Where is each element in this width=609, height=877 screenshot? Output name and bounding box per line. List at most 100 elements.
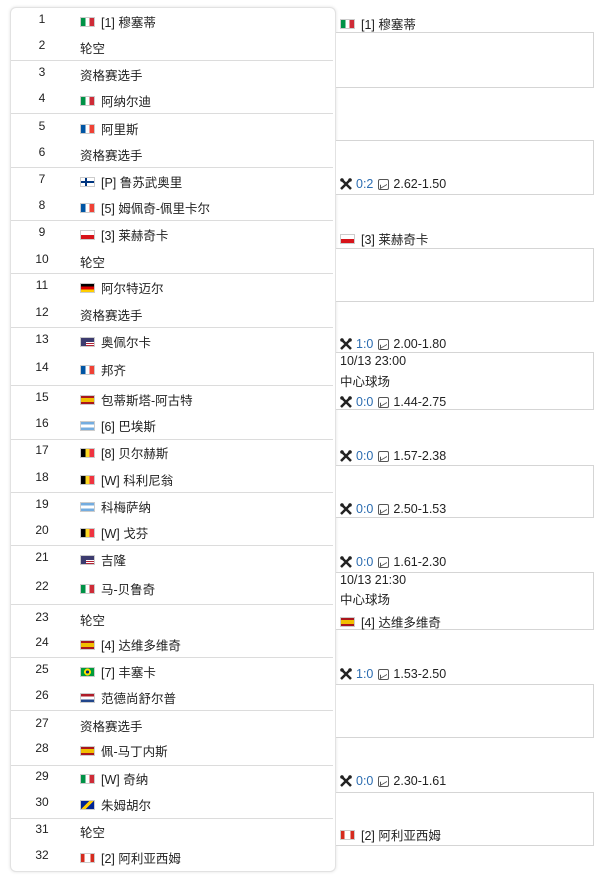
flag-can-icon bbox=[340, 829, 355, 840]
group-divider bbox=[11, 273, 333, 274]
player-entry[interactable]: 阿里斯 bbox=[80, 119, 139, 138]
player-name: 资格赛选手 bbox=[80, 69, 143, 83]
match-score[interactable]: 0:0 bbox=[356, 502, 374, 516]
seed-number: 23 bbox=[35, 610, 49, 624]
player-name: 轮空 bbox=[80, 42, 106, 56]
seed-number: 20 bbox=[35, 523, 49, 537]
player-entry[interactable]: 佩-马丁内斯 bbox=[80, 741, 168, 760]
player-entry[interactable]: [3] 莱赫奇卡 bbox=[80, 225, 168, 244]
seed-number: 26 bbox=[35, 688, 49, 702]
advanced-player[interactable]: [4] 达维多维奇 bbox=[340, 612, 441, 631]
match-time: 10/13 21:30 bbox=[340, 573, 407, 587]
group-divider bbox=[11, 765, 333, 766]
match-odds[interactable]: 1:0 1.53-2.50 bbox=[340, 667, 446, 681]
match-time: 10/13 23:00 bbox=[340, 354, 407, 368]
odds-chart-icon bbox=[378, 450, 390, 462]
flag-ita-icon bbox=[80, 95, 95, 106]
flag-bra-icon bbox=[80, 666, 95, 677]
flag-bel-icon bbox=[80, 527, 95, 538]
player-entry[interactable]: 阿尔特迈尔 bbox=[80, 278, 164, 297]
player-name: [3] 莱赫奇卡 bbox=[361, 233, 429, 247]
crossed-rackets-icon bbox=[340, 503, 352, 515]
player-entry[interactable]: 吉隆 bbox=[80, 550, 126, 569]
player-entry[interactable]: [W] 奇纳 bbox=[80, 769, 148, 788]
player-name: [7] 丰塞卡 bbox=[101, 666, 156, 680]
odds-value: 1.44-2.75 bbox=[393, 395, 447, 409]
seed-number: 4 bbox=[38, 91, 46, 105]
player-entry[interactable]: 轮空 bbox=[80, 252, 105, 271]
odds-value: 1.53-2.50 bbox=[393, 667, 447, 681]
advanced-player[interactable]: [3] 莱赫奇卡 bbox=[340, 229, 428, 248]
seed-number: 27 bbox=[35, 716, 49, 730]
player-entry[interactable]: 资格赛选手 bbox=[80, 716, 143, 735]
match-score[interactable]: 1:0 bbox=[356, 667, 374, 681]
match-score[interactable]: 0:2 bbox=[356, 177, 374, 191]
flag-fra-icon bbox=[80, 364, 95, 375]
seed-number: 21 bbox=[35, 550, 49, 564]
player-entry[interactable]: 奥佩尔卡 bbox=[80, 332, 151, 351]
player-name: 范德尚舒尔普 bbox=[101, 692, 177, 706]
seed-number: 18 bbox=[35, 470, 49, 484]
player-entry[interactable]: 范德尚舒尔普 bbox=[80, 688, 176, 707]
player-entry[interactable]: 资格赛选手 bbox=[80, 305, 143, 324]
player-entry[interactable]: [2] 阿利亚西姆 bbox=[80, 848, 181, 867]
match-score[interactable]: 0:0 bbox=[356, 395, 374, 409]
match-score[interactable]: 1:0 bbox=[356, 337, 374, 351]
match-odds[interactable]: 0:0 1.44-2.75 bbox=[340, 395, 446, 409]
advanced-player[interactable]: [1] 穆塞蒂 bbox=[340, 14, 416, 33]
group-divider bbox=[11, 60, 333, 61]
player-entry[interactable]: [6] 巴埃斯 bbox=[80, 416, 156, 435]
match-score[interactable]: 0:0 bbox=[356, 774, 374, 788]
player-name: [1] 穆塞蒂 bbox=[361, 18, 416, 32]
player-entry[interactable]: 轮空 bbox=[80, 610, 105, 629]
player-entry[interactable]: 科梅萨纳 bbox=[80, 497, 151, 516]
flag-cze-icon bbox=[340, 233, 355, 244]
odds-value: 1.61-2.30 bbox=[393, 555, 447, 569]
bracket-connector bbox=[336, 32, 594, 88]
advanced-player[interactable]: [2] 阿利亚西姆 bbox=[340, 825, 441, 844]
seed-number: 1 bbox=[38, 12, 46, 26]
odds-chart-icon bbox=[378, 396, 390, 408]
player-name: 科梅萨纳 bbox=[101, 501, 152, 515]
player-name: 轮空 bbox=[80, 826, 106, 840]
player-entry[interactable]: 阿纳尔迪 bbox=[80, 91, 151, 110]
crossed-rackets-icon bbox=[340, 178, 352, 190]
match-score[interactable]: 0:0 bbox=[356, 449, 374, 463]
flag-usa-icon bbox=[80, 336, 95, 347]
flag-ita-icon bbox=[340, 18, 355, 29]
flag-bih-icon bbox=[80, 799, 95, 810]
player-entry[interactable]: 马-贝鲁奇 bbox=[80, 579, 155, 598]
match-score[interactable]: 0:0 bbox=[356, 555, 374, 569]
player-entry[interactable]: 轮空 bbox=[80, 38, 105, 57]
player-entry[interactable]: 轮空 bbox=[80, 822, 105, 841]
player-entry[interactable]: [1] 穆塞蒂 bbox=[80, 12, 156, 31]
player-entry[interactable]: [7] 丰塞卡 bbox=[80, 662, 156, 681]
player-entry[interactable]: 朱姆胡尔 bbox=[80, 795, 151, 814]
seed-number: 29 bbox=[35, 769, 49, 783]
match-odds[interactable]: 0:0 1.61-2.30 bbox=[340, 555, 446, 569]
player-entry[interactable]: [4] 达维多维奇 bbox=[80, 635, 181, 654]
player-entry[interactable]: 邦齐 bbox=[80, 360, 126, 379]
flag-ned-icon bbox=[80, 692, 95, 703]
player-entry[interactable]: [5] 姆佩奇-佩里卡尔 bbox=[80, 198, 210, 217]
player-entry[interactable]: [W] 科利尼翁 bbox=[80, 470, 173, 489]
match-venue: 中心球场 bbox=[340, 375, 391, 389]
flag-ita-icon bbox=[80, 16, 95, 27]
flag-can-icon bbox=[80, 852, 95, 863]
player-entry[interactable]: [8] 贝尔赫斯 bbox=[80, 443, 168, 462]
player-entry[interactable]: [P] 鲁苏武奥里 bbox=[80, 172, 182, 191]
seed-number: 17 bbox=[35, 443, 49, 457]
flag-bel-icon bbox=[80, 474, 95, 485]
player-entry[interactable]: [W] 戈芬 bbox=[80, 523, 148, 542]
player-name: 奥佩尔卡 bbox=[101, 336, 152, 350]
player-entry[interactable]: 资格赛选手 bbox=[80, 65, 143, 84]
player-entry[interactable]: 资格赛选手 bbox=[80, 145, 143, 164]
player-entry[interactable]: 包蒂斯塔-阿古特 bbox=[80, 390, 193, 409]
flag-fra-icon bbox=[80, 123, 95, 134]
flag-ger-icon bbox=[80, 282, 95, 293]
